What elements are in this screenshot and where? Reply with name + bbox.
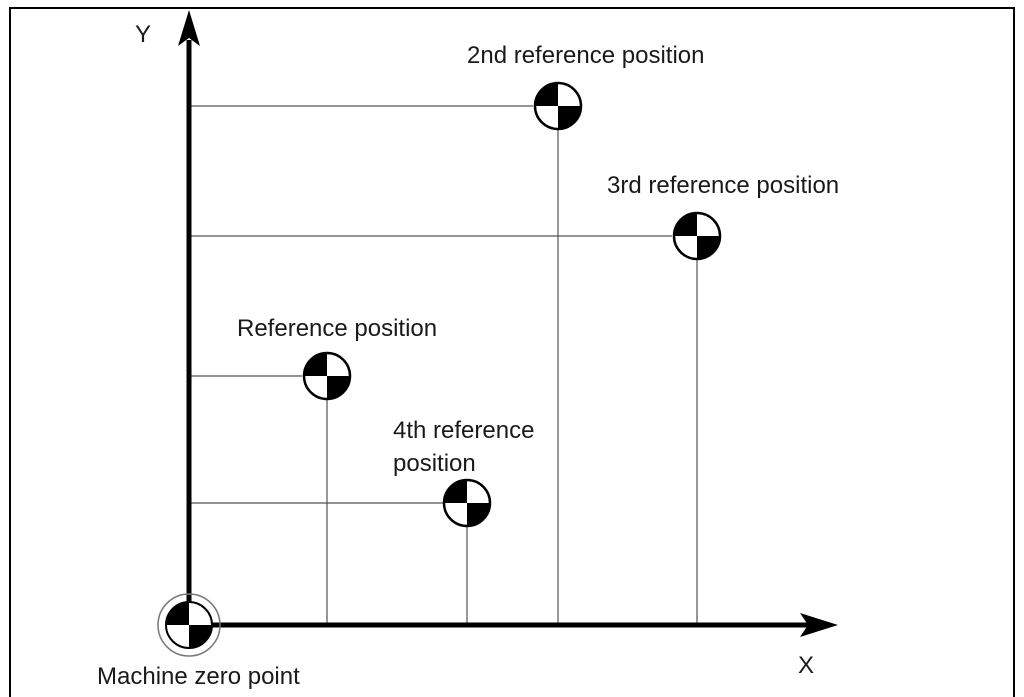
- guide-lines: [190, 105, 698, 623]
- x-axis-arrow-icon: [800, 613, 838, 637]
- third-reference-position-label: 3rd reference position: [607, 172, 839, 199]
- second-reference-position-label: 2nd reference position: [467, 42, 705, 69]
- reference-position-marker-icon: [302, 351, 352, 401]
- reference-position-label: Reference position: [237, 315, 437, 342]
- fourth-reference-position-label-line2: position: [393, 450, 476, 477]
- machine-zero-point-label: Machine zero point: [97, 663, 300, 690]
- fourth-reference-position-label-line1: 4th reference: [393, 417, 534, 444]
- y-axis-arrow-icon: [178, 10, 200, 46]
- third-reference-position-marker-icon: [672, 211, 722, 261]
- diagram-border: [9, 7, 1015, 697]
- x-axis-label: X: [798, 652, 814, 679]
- y-axis-label: Y: [135, 21, 151, 48]
- machine-zero-point-icon: [157, 593, 221, 657]
- fourth-reference-position-marker-icon: [442, 478, 492, 528]
- second-reference-position-marker-icon: [533, 81, 583, 131]
